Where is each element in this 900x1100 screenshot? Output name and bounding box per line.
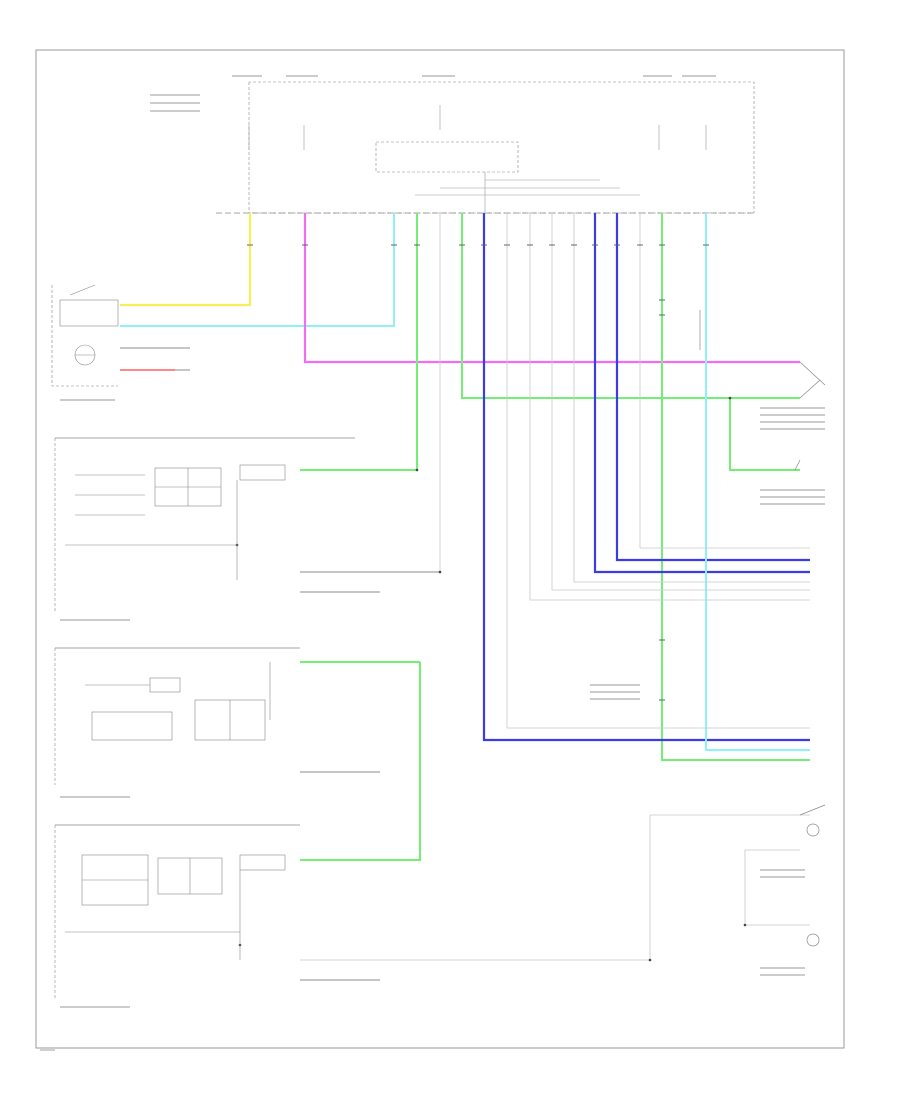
wire-green: [300, 213, 810, 861]
headlight-switch-block: [51, 284, 119, 387]
wire-cyan-left: [120, 213, 395, 327]
ecu-bus: [415, 172, 640, 213]
license-lamps: [799, 804, 826, 947]
wire-cyan-right: [705, 213, 810, 751]
ecu-inner-box: [375, 141, 519, 173]
stop-switch: [699, 310, 826, 471]
wire-gray: [300, 213, 810, 961]
wire-magenta: [303, 213, 800, 364]
left-tail-lamp: [54, 825, 286, 1000]
right-tail-lamp: [54, 438, 286, 612]
high-mount-stop-lamp: [54, 648, 271, 785]
fuse-symbols: [248, 105, 707, 150]
junction-dots: [235, 396, 747, 962]
wire-black: [120, 347, 440, 981]
control-unit: [216, 81, 755, 214]
wire-blue: [482, 213, 810, 742]
connector-ticks: [247, 244, 709, 701]
wire-yellow: [120, 213, 252, 307]
section-dividers: [55, 437, 355, 826]
label-marks: [40, 75, 825, 1051]
page-frame: [35, 49, 845, 1049]
